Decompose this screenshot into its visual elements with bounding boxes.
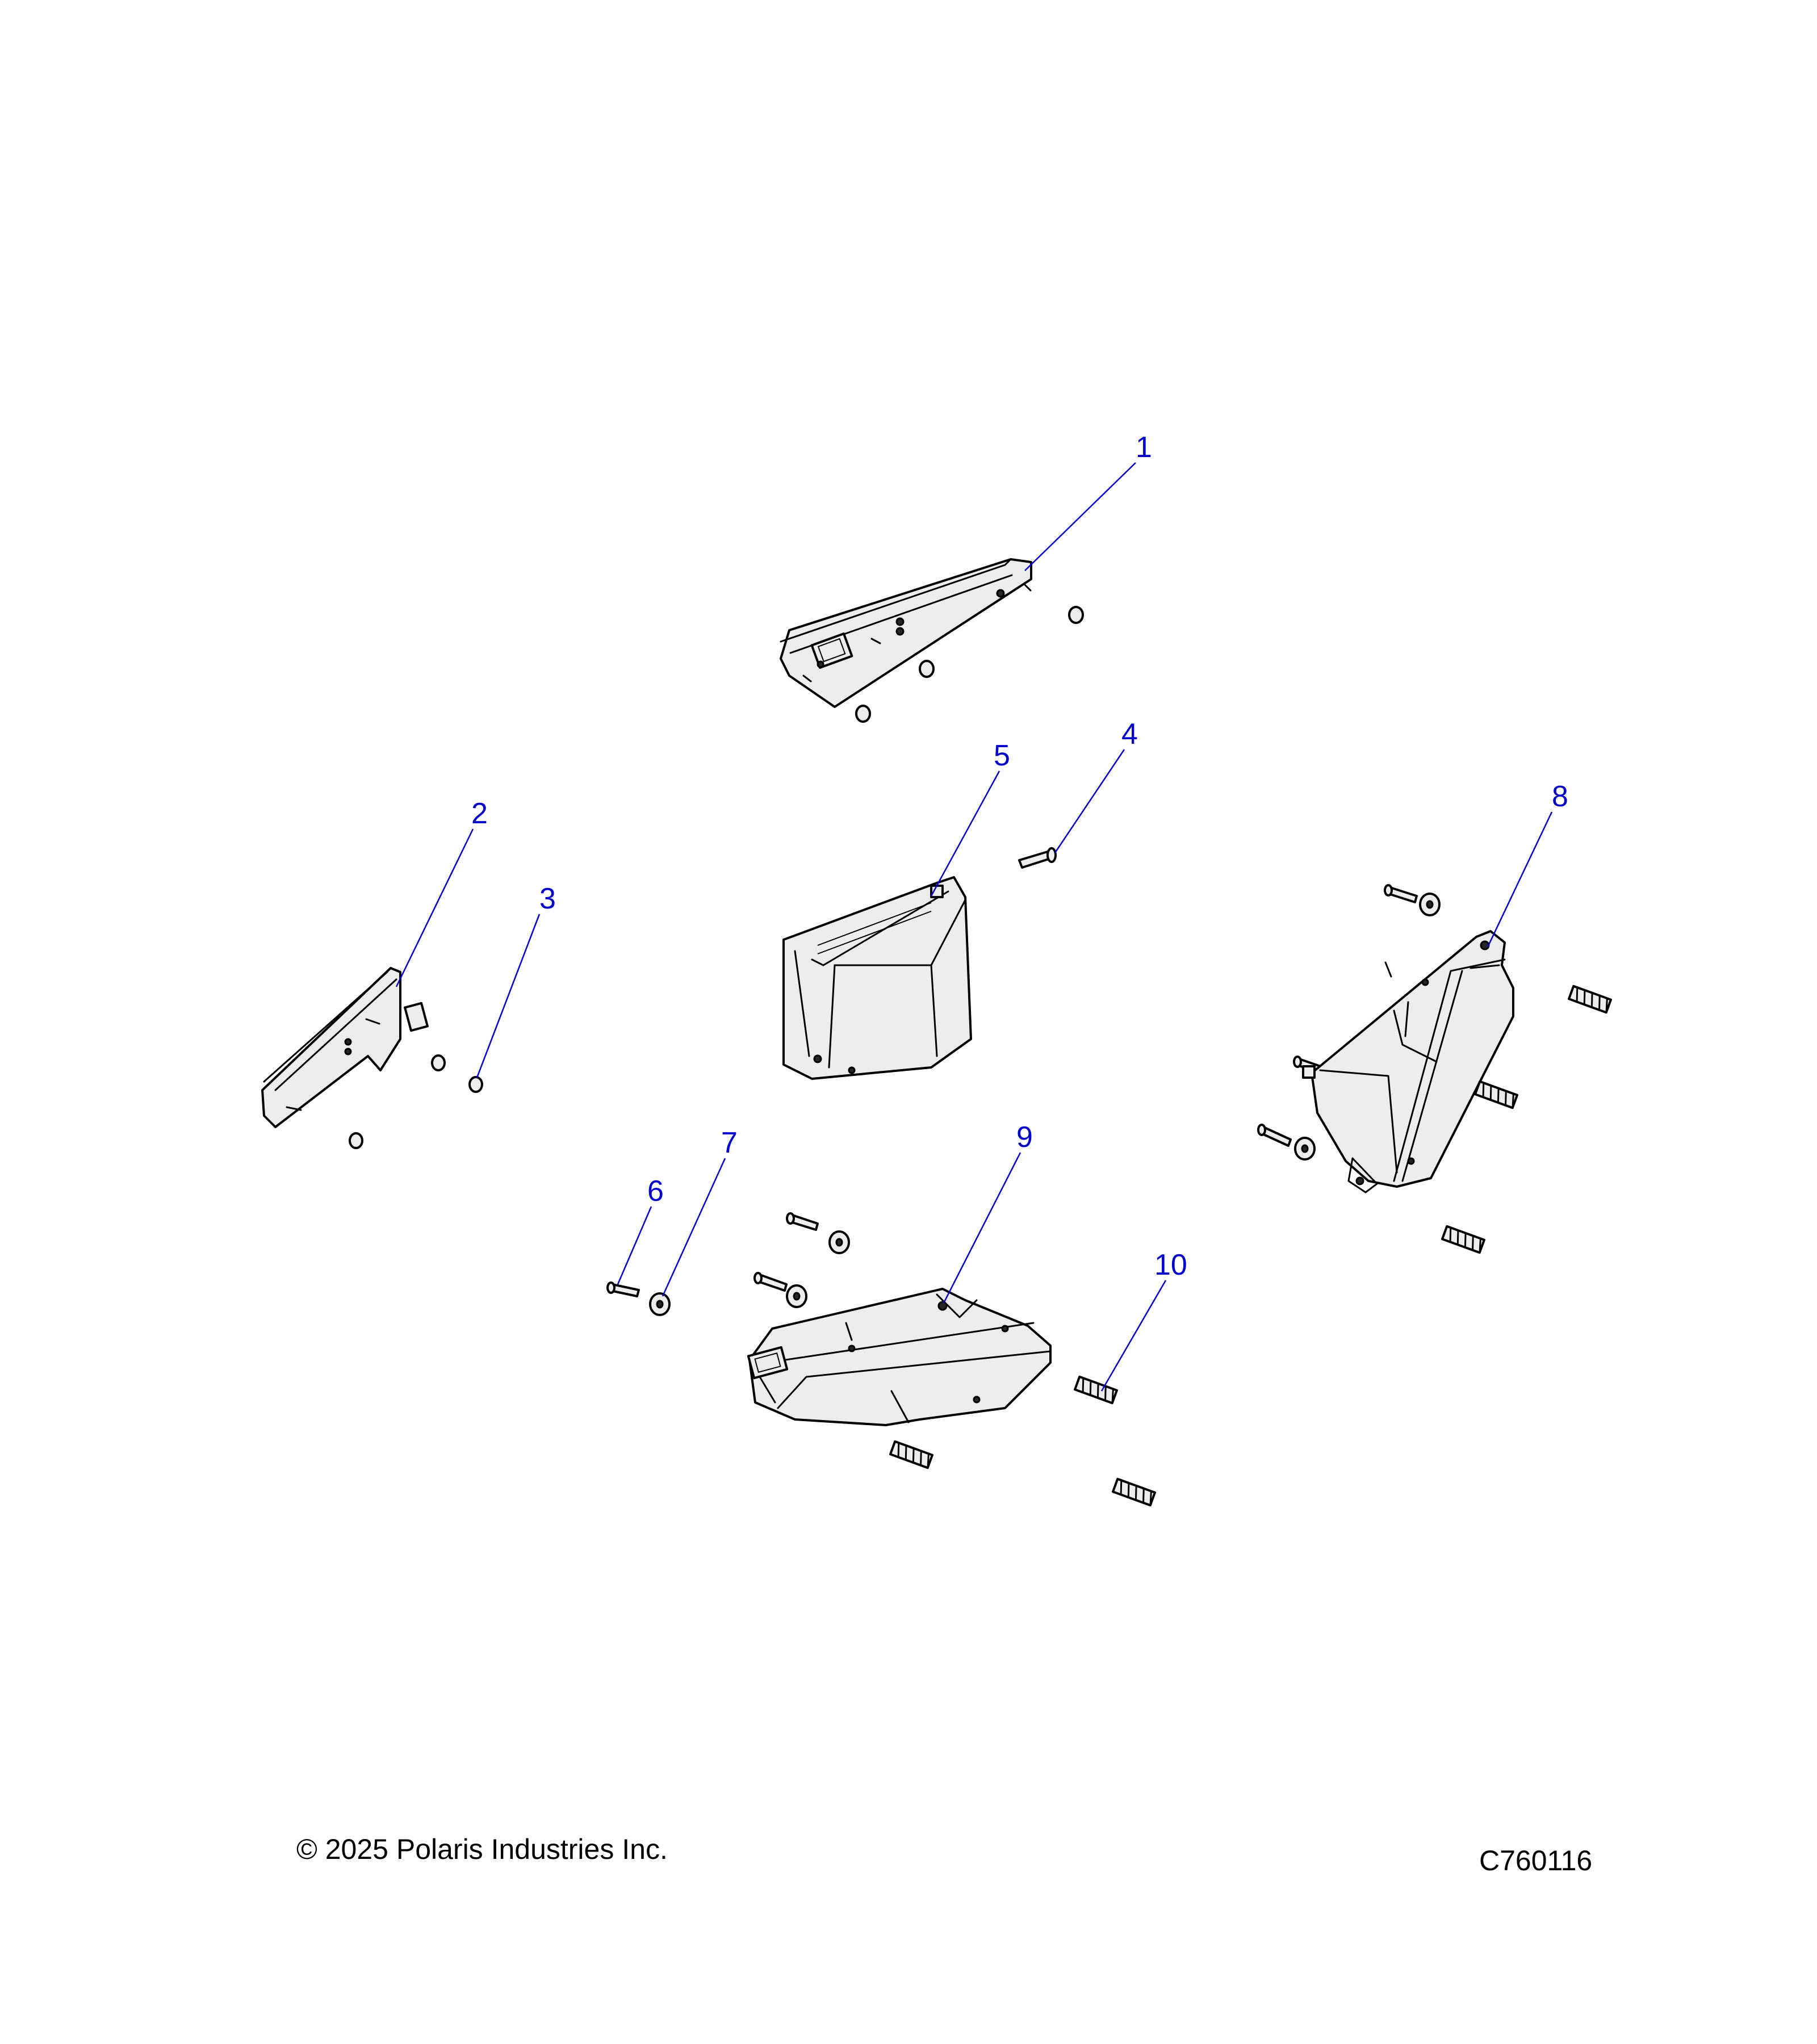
part-9-lower-housing: [747, 1288, 1052, 1426]
part-3-nuts: [349, 1054, 483, 1149]
leader-6: [617, 1206, 652, 1285]
leader-7: [662, 1158, 726, 1297]
part-1-nuts: [855, 606, 1084, 723]
leader-9: [943, 1152, 1021, 1304]
leader-10: [1100, 1280, 1167, 1392]
callout-1: 1: [1136, 431, 1152, 464]
callout-4: 4: [1121, 718, 1138, 751]
part-4-pin: [1018, 847, 1057, 869]
leader-4: [1054, 749, 1125, 853]
callout-8: 8: [1552, 780, 1568, 813]
leader-lines: [395, 462, 1553, 1392]
part-1-tail-light-bar: [780, 558, 1032, 708]
leader-5: [930, 770, 1000, 897]
leader-8: [1487, 811, 1553, 948]
leader-2: [395, 828, 474, 987]
callout-9: 9: [1016, 1121, 1033, 1154]
part-8-right-housing: [1302, 930, 1514, 1193]
leader-1: [1024, 462, 1136, 571]
callout-labels: 1 2 3 4 5 6 7 8 9 10: [471, 431, 1568, 1281]
callout-3: 3: [539, 882, 556, 915]
leader-3: [476, 914, 541, 1078]
figure-id: C760116: [1479, 1845, 1593, 1877]
callout-6: 6: [647, 1175, 664, 1208]
callout-5: 5: [994, 739, 1010, 772]
callout-10: 10: [1154, 1249, 1187, 1281]
part-6-bolt: [606, 1281, 640, 1297]
part-2-side-marker: [261, 967, 429, 1128]
copyright-notice: © 2025 Polaris Industries Inc.: [296, 1833, 668, 1865]
part-10-springs: [889, 985, 1612, 1507]
callout-7: 7: [721, 1126, 738, 1159]
part-5-headlight: [782, 876, 972, 1080]
callout-2: 2: [471, 797, 488, 830]
